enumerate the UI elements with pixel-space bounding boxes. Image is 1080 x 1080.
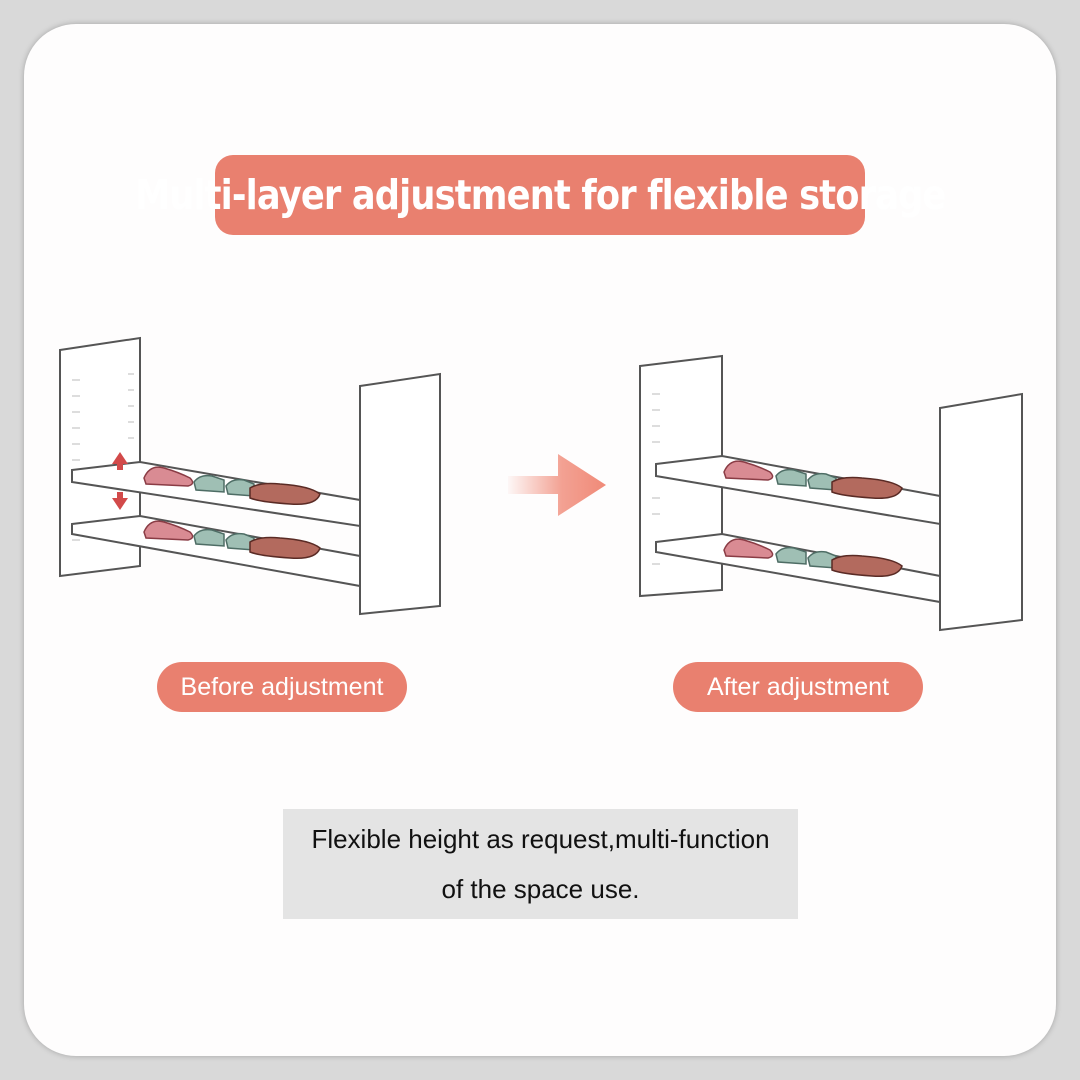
before-left-panel [59,336,141,578]
caption-box: Flexible height as request,multi-functio… [283,809,798,919]
after-lower-shoes [723,538,903,578]
after-right-panel [939,392,1023,632]
before-adjustment-label: Before adjustment [157,662,407,712]
after-adjustment-text: After adjustment [706,672,890,701]
before-upper-shoes [143,466,321,506]
after-scale-marks [652,393,660,565]
caption-line-2: of the space use. [441,874,640,904]
title-banner: Multi-layer adjustment for flexible stor… [135,155,946,235]
product-card: Multi-layer adjustment for flexible stor… [24,24,1056,1056]
before-lower-shoes [143,520,321,560]
up-down-arrows-icon [112,452,128,510]
after-shelf-rack [639,354,1023,632]
before-adjustment-text: Before adjustment [180,672,384,701]
before-shelf-rack [59,336,441,616]
after-adjustment-label: After adjustment [673,662,923,712]
after-upper-shoes [723,460,903,500]
right-arrow-icon [508,454,606,516]
title-text: Multi-layer adjustment for flexible stor… [134,171,946,219]
shelf-illustration [59,336,1023,632]
caption-line-1: Flexible height as request,multi-functio… [311,824,770,854]
before-scale-marks [72,373,134,541]
before-right-panel [359,372,441,616]
